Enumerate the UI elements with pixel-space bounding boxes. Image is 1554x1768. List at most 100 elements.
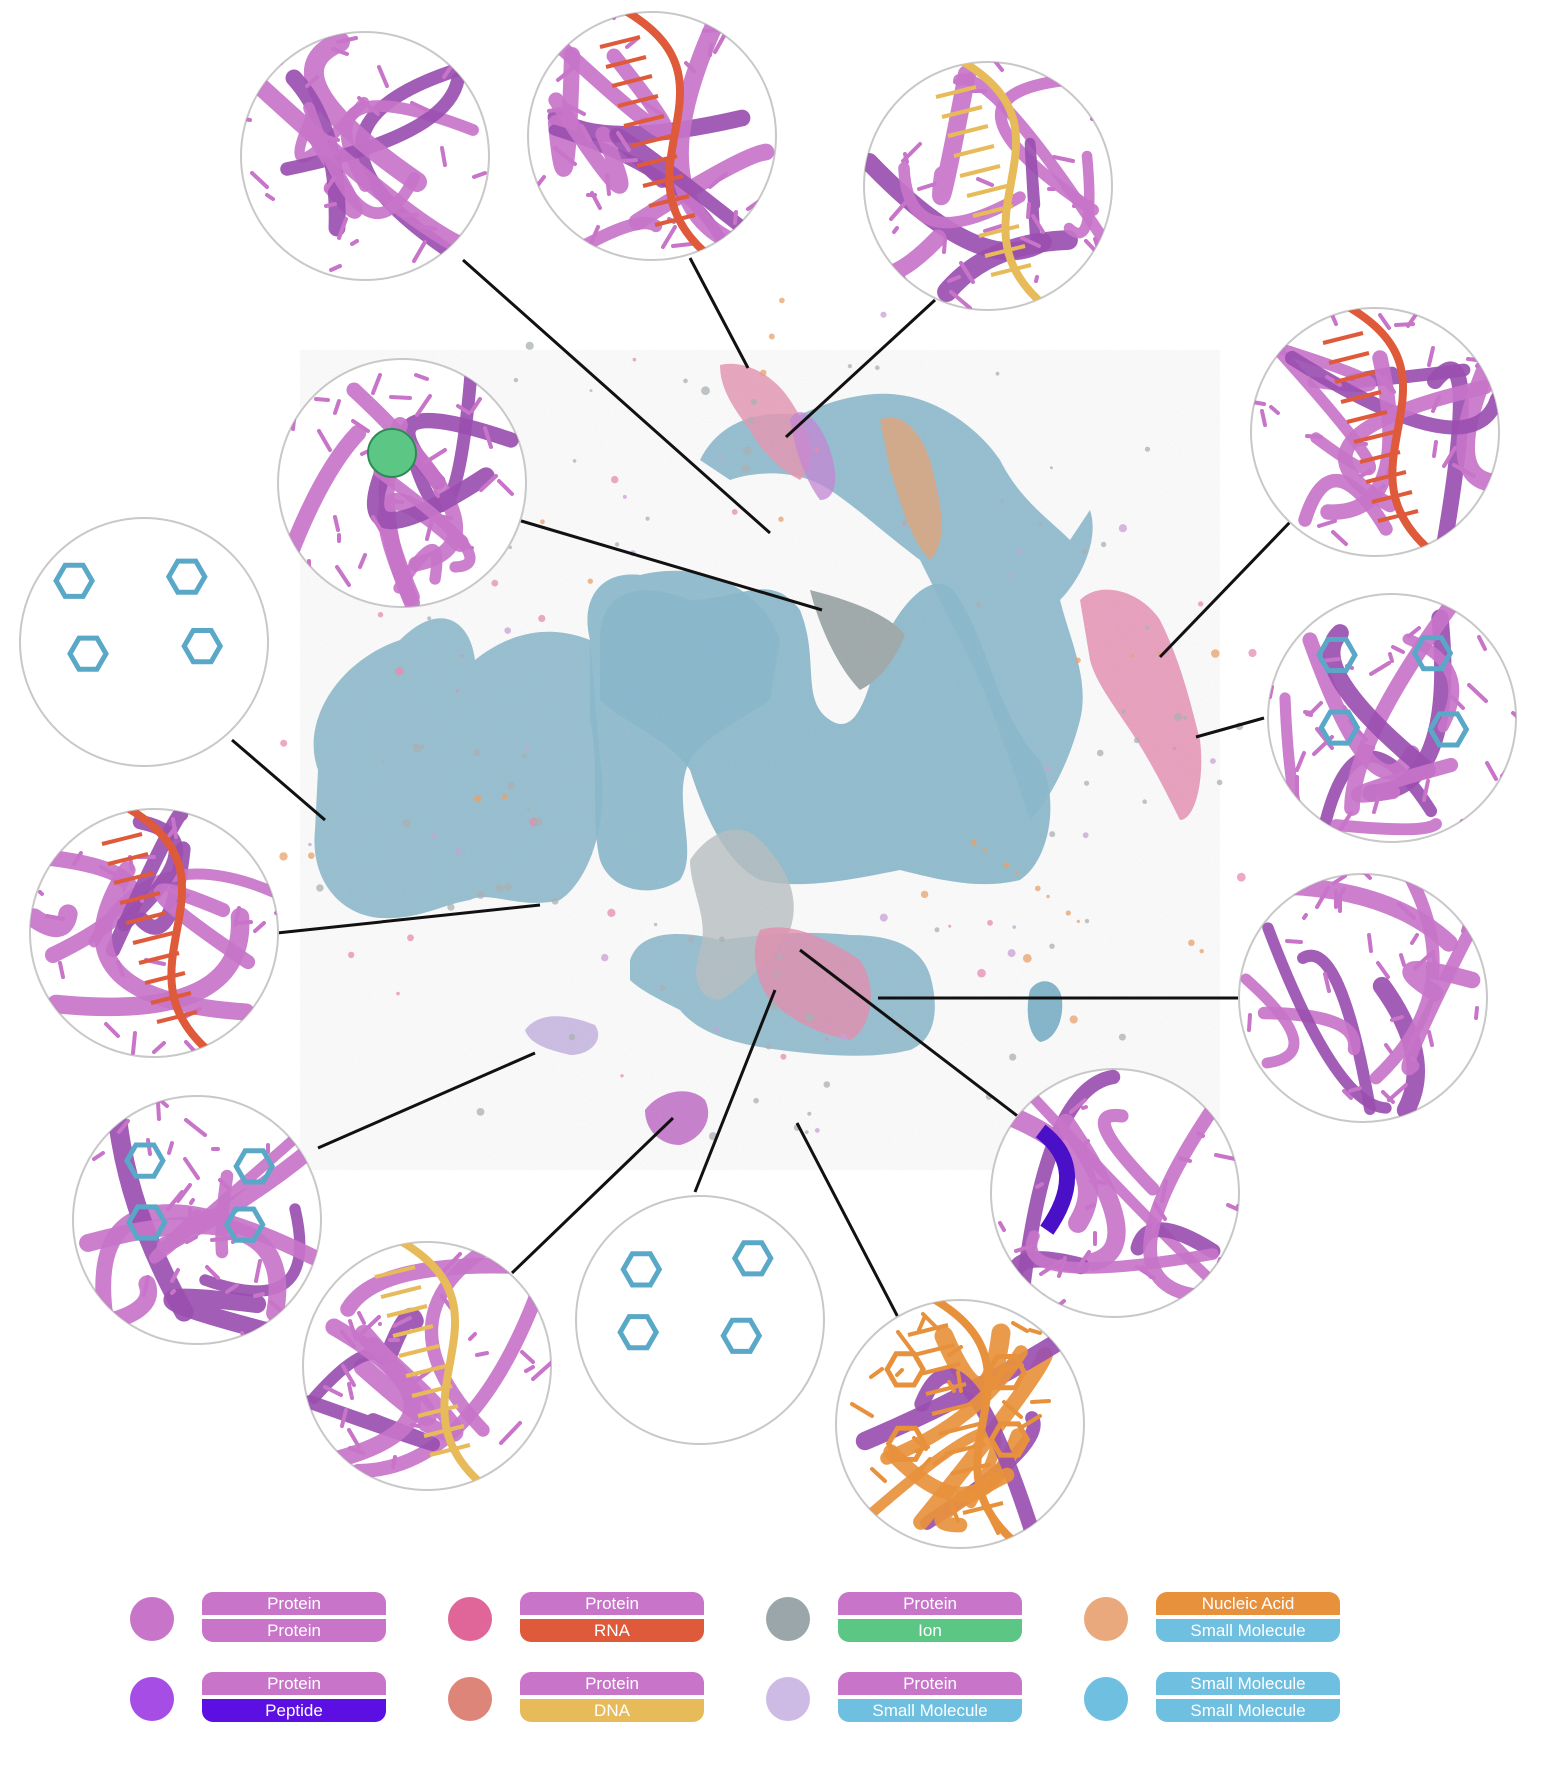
sidechain (1285, 939, 1303, 944)
sidechain (1310, 701, 1323, 714)
sidechain (1221, 1102, 1234, 1108)
scatter-dot (377, 612, 384, 618)
sidechain (218, 1178, 231, 1191)
scatter-dot (825, 1037, 829, 1041)
sidechain (351, 419, 370, 433)
scatter-dot (731, 509, 738, 515)
sidechain (1135, 1265, 1156, 1280)
sidechain (1431, 953, 1437, 965)
sidechain (1460, 819, 1477, 838)
sidechain (484, 37, 489, 42)
ligand-ring (1316, 636, 1358, 674)
scatter-dot (976, 601, 982, 608)
sidechain (333, 399, 341, 415)
scatter-dot (525, 745, 530, 751)
sidechain (479, 474, 498, 492)
base-pair (654, 213, 696, 227)
ligand-ring (67, 635, 109, 672)
sidechain (266, 814, 278, 823)
sidechain (621, 158, 638, 163)
sidechain (942, 238, 947, 254)
ribbon (993, 1103, 1098, 1233)
sidechain (1442, 446, 1457, 468)
nucleic-backbone (400, 1242, 492, 1490)
scatter-dot (683, 378, 688, 384)
ribbon (393, 543, 443, 594)
scatter-dot (614, 542, 620, 547)
scatter-dot (1069, 1015, 1078, 1024)
ligand-ring (988, 1421, 1031, 1458)
sidechain (410, 101, 429, 112)
sidechain (116, 960, 125, 977)
inset-protein-small-molecule-b (72, 1095, 322, 1345)
ligand-ring (617, 1314, 660, 1351)
sidechain (889, 201, 907, 221)
sidechain (323, 1385, 343, 1397)
sidechain (1427, 346, 1435, 367)
sidechain (254, 1259, 262, 1283)
base-pair (950, 1462, 992, 1476)
sidechain (117, 1119, 130, 1134)
ligand-ring (1411, 635, 1454, 672)
base-pair (623, 114, 665, 128)
base-pair (966, 184, 1008, 198)
scatter-dot (747, 416, 755, 424)
scatter-dot (750, 398, 757, 405)
sidechain (236, 920, 253, 925)
sidechain (442, 1252, 462, 1273)
sidechain (1002, 1400, 1023, 1419)
inset-protein-dna-b (302, 1241, 552, 1491)
scatter-dot (316, 884, 324, 892)
scatter-dot (589, 389, 593, 393)
ribbon (995, 73, 1099, 216)
ribbon (79, 1216, 287, 1322)
sidechain (1359, 469, 1372, 478)
sidechain (1090, 107, 1110, 121)
scatter-dot (1082, 832, 1089, 839)
scatter-dot (765, 1043, 772, 1050)
sidechain (1068, 1316, 1084, 1327)
scatter-dot (718, 456, 722, 460)
scatter-dot (1000, 499, 1004, 504)
sidechain (434, 514, 453, 520)
scatter-dots (279, 297, 1281, 1141)
scatter-dot (587, 578, 593, 584)
base-pair (1322, 331, 1364, 345)
sidechain (740, 255, 755, 260)
inset-frame (1267, 593, 1517, 843)
scatter-dot (1049, 943, 1055, 949)
scatter-dot (1075, 657, 1081, 664)
ribbon (340, 1257, 522, 1317)
scatter-dot (1172, 746, 1177, 751)
sidechain (947, 1345, 963, 1357)
scatter-dot (920, 890, 929, 899)
scatter-dot (1118, 1033, 1126, 1041)
sidechain (1011, 1321, 1029, 1333)
scatter-dot (768, 333, 775, 340)
sidechain (340, 1330, 356, 1348)
sidechain (1467, 683, 1488, 703)
sidechain (616, 131, 631, 152)
scatter-dot (533, 817, 543, 827)
scatter-dot (1121, 709, 1126, 714)
sidechain (1407, 626, 1421, 638)
scatter-dot (427, 616, 432, 621)
legend-swatch (766, 1597, 810, 1641)
sidechain (1367, 933, 1373, 953)
ribbon (1320, 350, 1398, 520)
sidechain (1388, 652, 1394, 663)
sidechain (468, 1332, 477, 1341)
base-pair (405, 1364, 447, 1378)
sidechain (250, 171, 269, 189)
scatter-dot (1199, 949, 1204, 954)
ribbon (350, 1261, 551, 1479)
scatter-dot (1046, 894, 1050, 899)
sidechain (73, 1157, 76, 1169)
inset-small-molecule-chain (575, 1195, 825, 1445)
scatter-dot (526, 808, 531, 812)
sidechain (341, 1364, 356, 1387)
sidechain (1376, 961, 1390, 979)
